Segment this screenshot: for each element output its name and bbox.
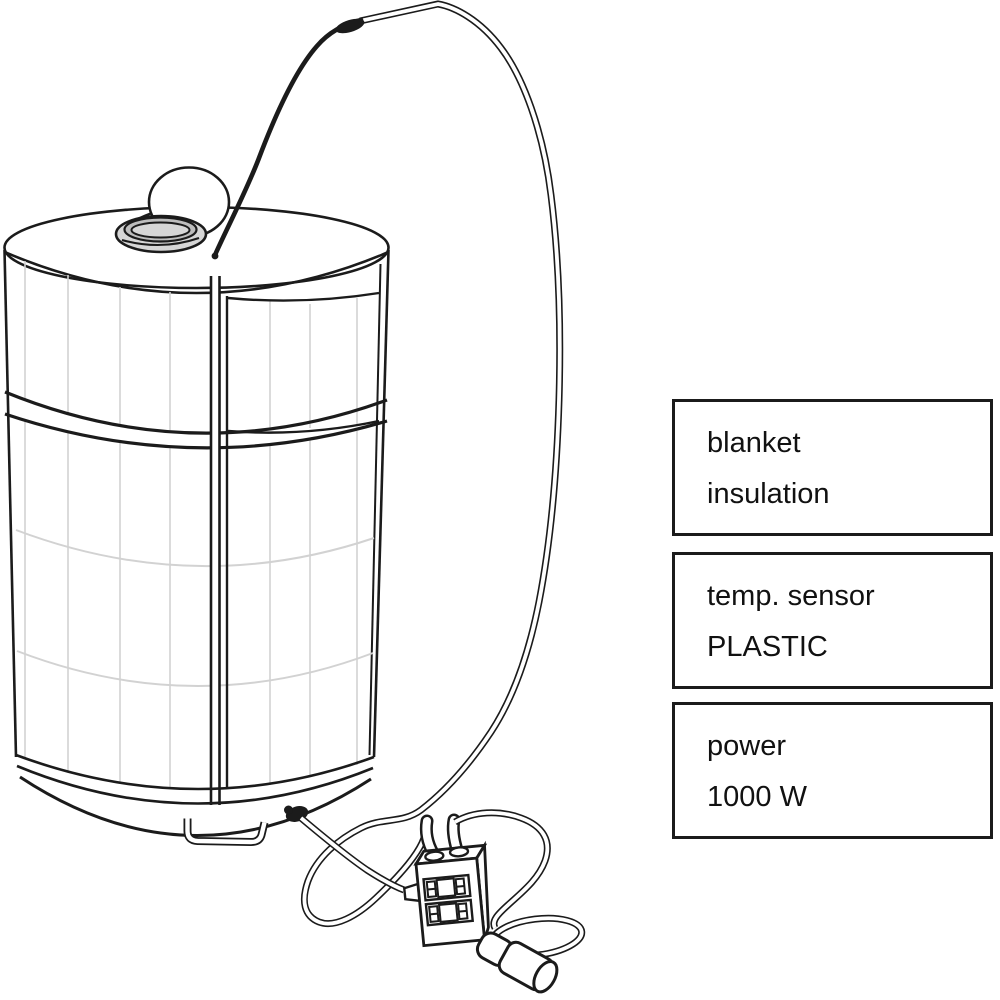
drum-right-wall (372, 249, 390, 758)
quilt-seam-arc (15, 529, 375, 568)
terminal-cell-divider (427, 887, 436, 891)
plug-assembly (453, 809, 586, 994)
drum-right-inner-line (368, 263, 382, 756)
cable-connector-lug (284, 805, 293, 815)
terminal-block-1 (422, 873, 472, 902)
quilt-seam-arc (16, 650, 374, 687)
bung-cap-plate (130, 221, 191, 239)
terminal-cell (437, 902, 459, 923)
drum-with-heating-blanket (3, 166, 390, 847)
controller-body (402, 840, 490, 948)
terminal-cell-divider (458, 909, 467, 913)
gland-tube-right-inner (449, 816, 461, 854)
panel-top-edge (227, 291, 380, 302)
callout-temp-sensor: temp. sensor PLASTIC (672, 552, 993, 689)
terminal-frame (422, 873, 472, 902)
plug-cord-inner (454, 810, 550, 929)
callout-line: blanket (707, 427, 801, 459)
temp-sensor-cable (211, 17, 365, 260)
cable-splice (335, 18, 365, 34)
band-top-arc (4, 390, 388, 435)
bung-cap-rim-line (121, 237, 200, 247)
callout-blanket-insulation: blanket insulation (672, 399, 993, 536)
terminal-block-2 (424, 898, 475, 927)
drum-left-wall (3, 249, 18, 758)
band-bottom-arc (4, 412, 388, 450)
sensor-cable-tip (211, 252, 219, 260)
gland-collar-right (448, 846, 470, 858)
terminal-cell (435, 877, 457, 899)
callout-line: 1000 W (707, 781, 807, 813)
plug-end-face (532, 960, 559, 994)
controller-box (402, 813, 490, 948)
harness-cable (300, 0, 564, 927)
terminal-cell-divider (429, 912, 438, 916)
heater-cable (284, 805, 406, 894)
callout-line: power (707, 730, 786, 762)
gland-collar-left (424, 850, 445, 862)
base-arc-1 (15, 753, 375, 791)
drum-base (15, 753, 375, 847)
base-arc-2 (16, 764, 374, 805)
terminal-cell-divider (456, 884, 465, 888)
drum-rim-arc (3, 250, 390, 295)
callout-power: power 1000 W (672, 702, 993, 839)
harness-cable-inner (302, 2, 562, 926)
callout-line: temp. sensor (707, 580, 875, 612)
heater-cable-inner (299, 816, 405, 892)
insulation-collar-band (4, 390, 388, 450)
sensor-cable-line (212, 17, 364, 258)
power-plug (475, 931, 559, 994)
bung-cap (114, 214, 208, 254)
closure-seam (209, 276, 221, 805)
callout-line: insulation (707, 478, 830, 510)
seam-gap (211, 276, 220, 805)
base-handle-inner (185, 818, 267, 845)
harness-cable-outer (300, 0, 564, 927)
callout-line: PLASTIC (707, 631, 828, 663)
terminal-frame (424, 898, 475, 927)
base-bottom-outline (19, 775, 372, 837)
blanket-quilt-lines (15, 261, 375, 787)
base-handle (183, 818, 269, 847)
